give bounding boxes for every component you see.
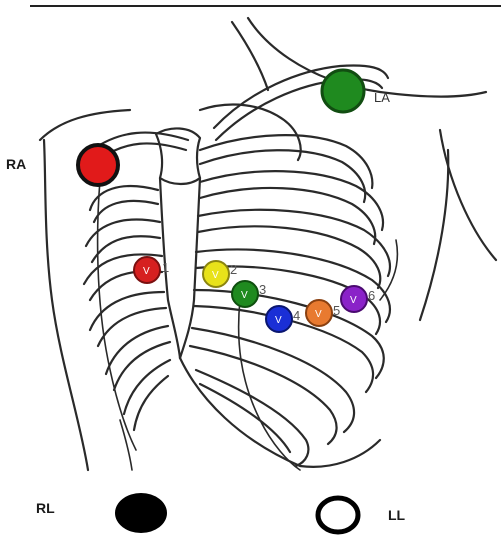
chest-lead-v6[interactable]: V 6 (341, 286, 375, 312)
rib-cage-drawing (40, 18, 496, 470)
chest-lead-v1[interactable]: V 1 (134, 257, 169, 283)
v6-letter: V (350, 295, 357, 306)
v1-letter: V (143, 266, 150, 277)
v6-number: 6 (368, 288, 375, 303)
electrode-ra[interactable] (78, 145, 118, 185)
v4-number: 4 (293, 308, 300, 323)
label-la: LA (374, 90, 390, 105)
v2-number: 2 (230, 262, 237, 277)
label-ra: RA (6, 156, 26, 172)
label-ll: LL (388, 507, 406, 523)
v3-letter: V (241, 290, 248, 301)
chest-lead-v4[interactable]: V 4 (266, 306, 300, 332)
chest-lead-v5[interactable]: V 5 (306, 300, 340, 326)
electrode-ll[interactable] (318, 498, 358, 532)
v1-number: 1 (162, 260, 169, 275)
chest-lead-v2[interactable]: V 2 (203, 261, 237, 287)
v4-letter: V (275, 315, 282, 326)
electrode-rl[interactable] (115, 493, 167, 533)
v5-number: 5 (333, 303, 340, 318)
chest-lead-v3[interactable]: V 3 (232, 281, 266, 307)
v2-letter: V (212, 270, 219, 281)
electrode-la[interactable] (322, 70, 364, 112)
label-rl: RL (36, 500, 55, 516)
v5-letter: V (315, 309, 322, 320)
v3-number: 3 (259, 282, 266, 297)
